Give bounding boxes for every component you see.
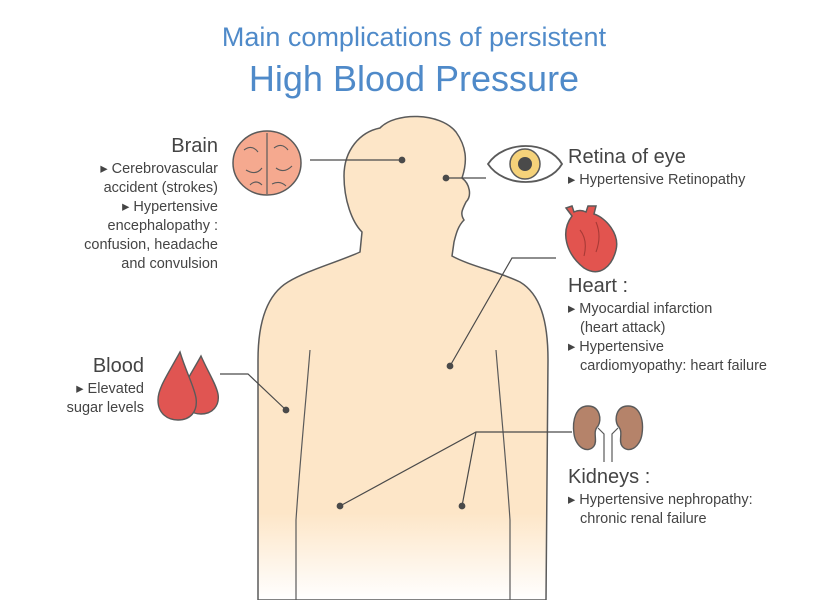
- heart-line: cardiomyopathy: heart failure: [580, 358, 767, 374]
- kidneys-heading: Kidneys :: [568, 466, 651, 488]
- brain-line: accident (strokes): [103, 180, 218, 196]
- blood-drops-icon: [157, 350, 219, 421]
- eye-icon: [486, 145, 564, 183]
- heart-icon: [564, 205, 618, 273]
- heart-label: Heart : ▸ Myocardial infarction (heart a…: [568, 275, 767, 376]
- brain-line: confusion, headache: [84, 237, 218, 253]
- brain-line: encephalopathy :: [107, 218, 218, 234]
- blood-line: sugar levels: [66, 400, 144, 416]
- heart-line: ▸ Hypertensive: [568, 339, 664, 355]
- kidneys-icon: [572, 405, 644, 462]
- brain-icon: [232, 130, 302, 196]
- blood-heading: Blood: [92, 355, 144, 377]
- right-arm-line: [495, 349, 511, 600]
- brain-label: Brain ▸ Cerebrovascular accident (stroke…: [84, 135, 218, 274]
- blood-label: Blood ▸ Elevated sugar levels: [67, 355, 144, 418]
- title-line-1: Main complications of persistent: [221, 22, 607, 52]
- eye-heading: Retina of eye: [568, 146, 686, 168]
- kidneys-label: Kidneys : ▸ Hypertensive nephropathy: ch…: [568, 466, 753, 529]
- eye-line: ▸ Hypertensive Retinopathy: [568, 172, 746, 188]
- blood-line: ▸ Elevated: [76, 381, 144, 397]
- heart-line: (heart attack): [580, 320, 666, 336]
- kidneys-line: ▸ Hypertensive nephropathy:: [568, 492, 753, 508]
- heart-heading: Heart :: [568, 275, 629, 297]
- body-silhouette: [257, 115, 549, 600]
- brain-heading: Brain: [171, 135, 218, 157]
- leader-lines: [220, 156, 572, 510]
- eye-label: Retina of eye ▸ Hypertensive Retinopathy: [568, 146, 745, 190]
- kidneys-line: chronic renal failure: [580, 511, 707, 527]
- brain-line: and convulsion: [121, 256, 218, 272]
- left-arm-line: [295, 349, 311, 600]
- title-line-2: High Blood Pressure: [248, 58, 580, 99]
- brain-line: ▸ Hypertensive: [122, 199, 218, 215]
- brain-line: ▸ Cerebrovascular: [100, 161, 218, 177]
- heart-line: ▸ Myocardial infarction: [568, 301, 713, 317]
